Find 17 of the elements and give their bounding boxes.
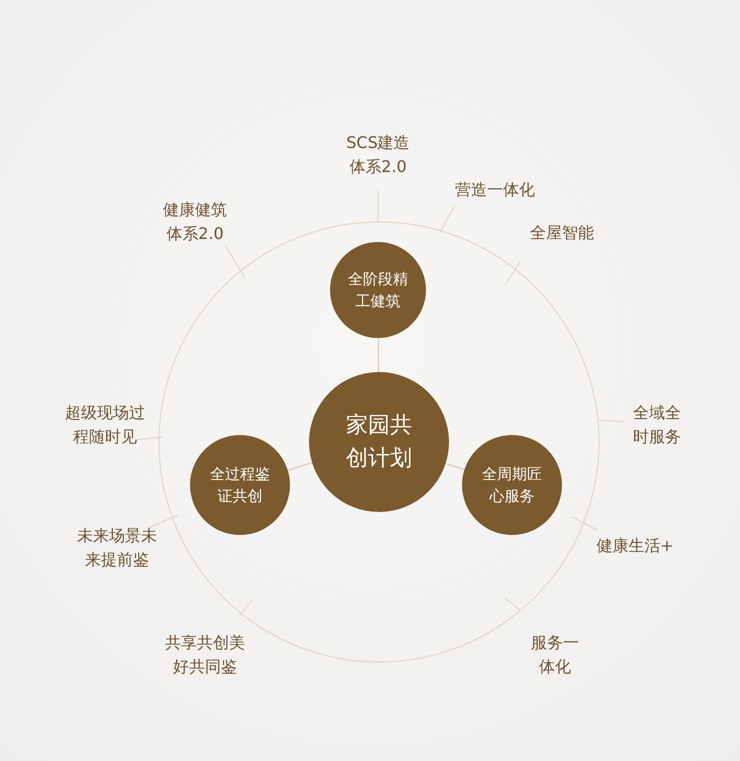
feature-label: SCS建造体系2.0 [345, 132, 411, 178]
circle-label: 家园共创计划 [345, 412, 413, 473]
feature-label: 全域全时服务 [632, 402, 682, 448]
connector-line [288, 462, 312, 471]
feature-label: 共享共创美好共同鉴 [164, 632, 246, 678]
circle-label: 全阶段精工健筑 [347, 268, 409, 312]
feature-label: 服务一体化 [530, 632, 580, 678]
feature-label: 营造一体化 [454, 179, 536, 201]
circle-label: 全周期匠心服务 [481, 464, 543, 507]
feature-label: 全屋智能 [529, 222, 595, 244]
feature-label: 未来场景未来提前鉴 [76, 525, 158, 571]
circle-label: 全过程鉴证共创 [209, 464, 271, 507]
feature-label: 超级现场过程随时见 [64, 402, 146, 448]
feature-label: 健康生活+ [595, 535, 675, 557]
connector-line [378, 338, 380, 372]
connector-line [445, 462, 465, 470]
feature-label: 健康健筑体系2.0 [162, 199, 228, 245]
